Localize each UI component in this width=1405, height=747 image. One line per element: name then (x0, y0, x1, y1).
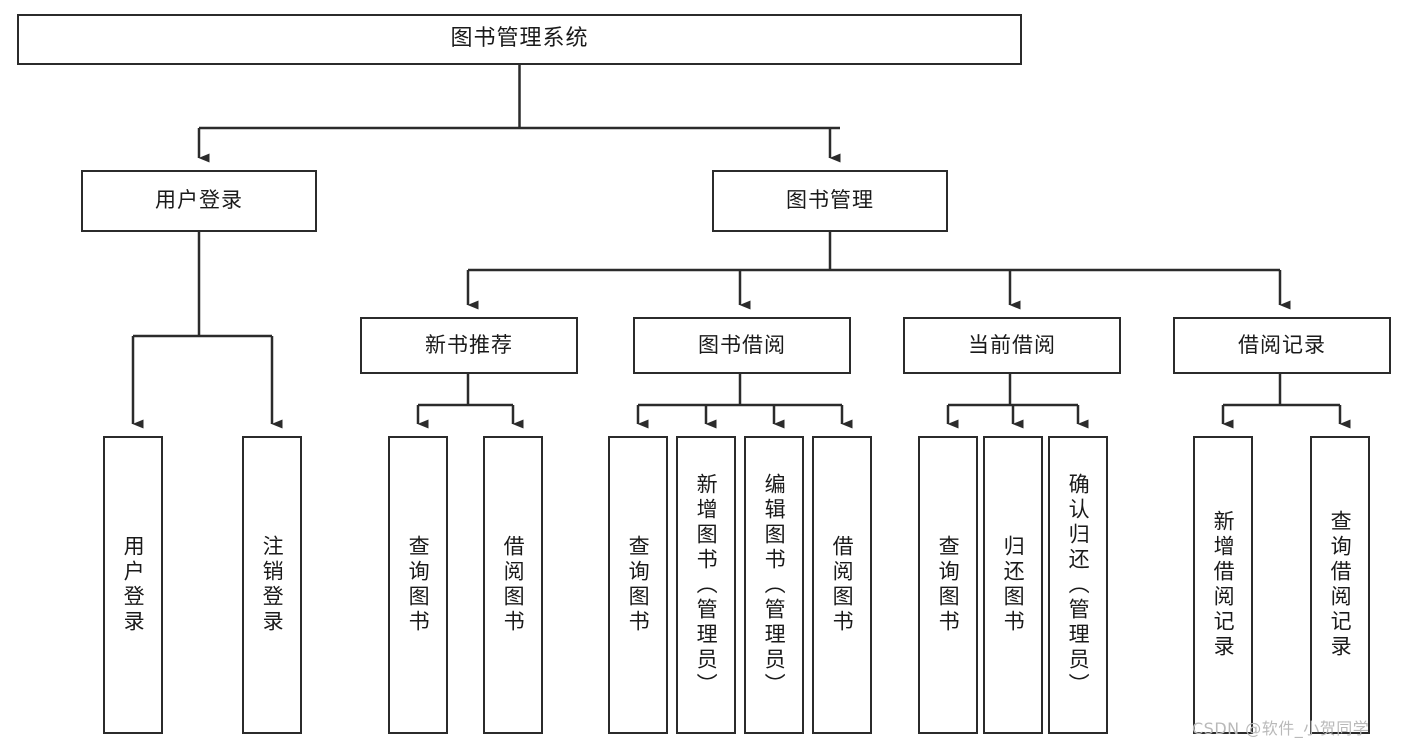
node-leaf-user-login-label: 用户登录 (121, 535, 146, 635)
node-leaf-user-login[interactable]: 用户登录 (103, 436, 163, 734)
node-new-book-recommend-label: 新书推荐 (425, 332, 513, 357)
node-leaf-query-record[interactable]: 查询借阅记录 (1310, 436, 1370, 734)
node-leaf-borrow-book-2[interactable]: 借阅图书 (812, 436, 872, 734)
node-leaf-edit-book-label: 编辑图书（管理员） (762, 472, 787, 698)
node-root[interactable]: 图书管理系统 (17, 14, 1022, 65)
node-leaf-query-book-2[interactable]: 查询图书 (608, 436, 668, 734)
node-leaf-edit-book[interactable]: 编辑图书（管理员） (744, 436, 804, 734)
node-new-book-recommend[interactable]: 新书推荐 (360, 317, 578, 374)
node-leaf-confirm-return-label: 确认归还（管理员） (1066, 472, 1091, 698)
node-borrow-record-label: 借阅记录 (1238, 332, 1326, 357)
node-book-borrow[interactable]: 图书借阅 (633, 317, 851, 374)
node-book-management[interactable]: 图书管理 (712, 170, 948, 232)
node-leaf-logout-login-label: 注销登录 (260, 535, 285, 635)
node-leaf-query-book-1[interactable]: 查询图书 (388, 436, 448, 734)
node-user-login-label: 用户登录 (155, 188, 243, 213)
node-book-borrow-label: 图书借阅 (698, 332, 786, 357)
node-book-management-label: 图书管理 (786, 188, 874, 213)
node-leaf-borrow-book-2-label: 借阅图书 (830, 535, 855, 635)
node-leaf-add-book[interactable]: 新增图书（管理员） (676, 436, 736, 734)
node-user-login[interactable]: 用户登录 (81, 170, 317, 232)
node-leaf-return-book[interactable]: 归还图书 (983, 436, 1043, 734)
node-leaf-return-book-label: 归还图书 (1001, 535, 1026, 635)
node-borrow-record[interactable]: 借阅记录 (1173, 317, 1391, 374)
node-leaf-add-record[interactable]: 新增借阅记录 (1193, 436, 1253, 734)
node-leaf-query-book-3[interactable]: 查询图书 (918, 436, 978, 734)
csdn-watermark: CSDN @软件_小贺同学 (1192, 719, 1370, 738)
node-leaf-add-record-label: 新增借阅记录 (1211, 510, 1236, 660)
node-leaf-add-book-label: 新增图书（管理员） (694, 472, 719, 698)
node-root-label: 图书管理系统 (450, 26, 589, 52)
node-current-borrow-label: 当前借阅 (968, 332, 1056, 357)
node-leaf-query-book-1-label: 查询图书 (406, 535, 431, 635)
node-leaf-confirm-return[interactable]: 确认归还（管理员） (1048, 436, 1108, 734)
node-leaf-borrow-book-1-label: 借阅图书 (501, 535, 526, 635)
node-leaf-query-book-3-label: 查询图书 (936, 535, 961, 635)
node-leaf-logout-login[interactable]: 注销登录 (242, 436, 302, 734)
node-leaf-borrow-book-1[interactable]: 借阅图书 (483, 436, 543, 734)
node-current-borrow[interactable]: 当前借阅 (903, 317, 1121, 374)
node-leaf-query-record-label: 查询借阅记录 (1328, 510, 1353, 660)
node-leaf-query-book-2-label: 查询图书 (626, 535, 651, 635)
